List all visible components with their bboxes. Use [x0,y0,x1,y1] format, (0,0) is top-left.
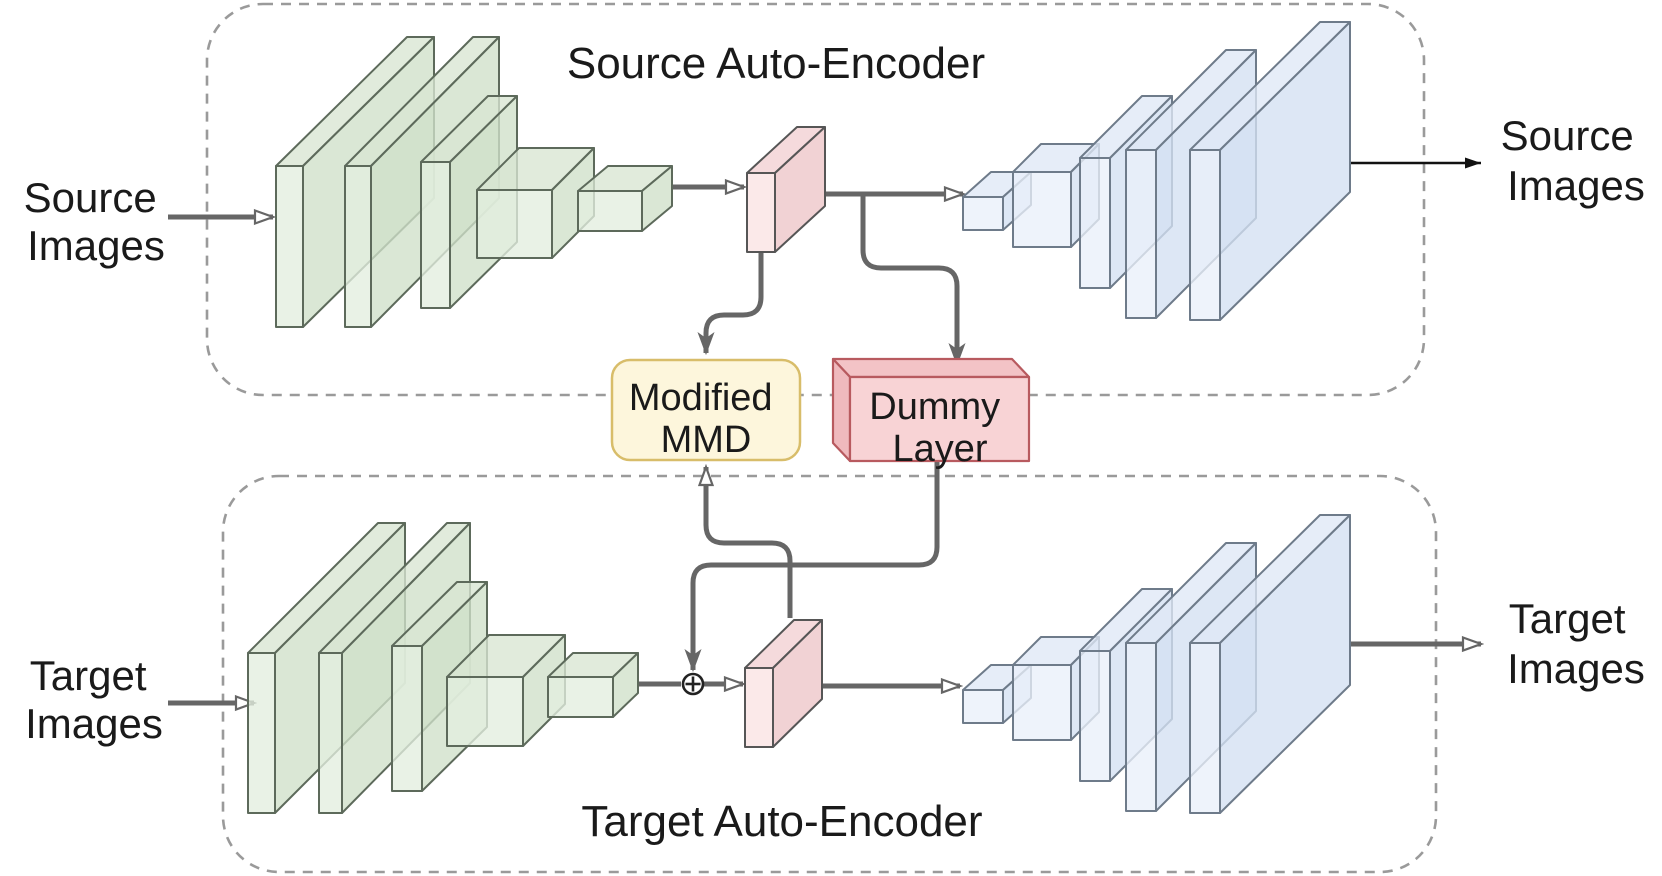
target-latent-block [744,619,823,748]
modified-mmd-box: Modified MMD [610,358,802,462]
source-encoder-layer-5 [577,165,673,232]
target-decoder [962,514,1351,814]
modified-mmd-label: Modified MMD [629,377,783,461]
source-output-label: Source Images [1501,112,1646,209]
dummy-layer-box: Dummy Layer [831,357,1031,470]
source-decoder-layer-5 [1189,21,1351,321]
source-encoder-layer-4 [476,147,595,259]
target-decoder-layer-5 [1189,514,1351,814]
arrow-source-latent-to-dummy-layer [860,194,957,364]
source-encoder [275,36,673,328]
dummy-layer-label: Dummy Layer [869,386,1010,470]
source-autoencoder-title: Source Auto-Encoder [567,39,985,88]
connections [168,157,1481,703]
source-latent-block [746,126,826,253]
target-encoder [247,522,639,814]
target-encoder-layer-5 [547,652,639,718]
source-input-label: Source Images [24,174,169,269]
source-decoder [962,21,1351,321]
arrow-source-latent-to-mmd [706,252,764,353]
target-autoencoder-title: Target Auto-Encoder [581,797,982,846]
target-input-label: Target Images [25,652,163,747]
arrow-dummy-layer-to-sum [693,461,940,670]
circled-plus-icon [681,672,705,696]
target-output-label: Target Images [1507,595,1645,692]
target-autoencoder-container [221,474,1438,874]
source-autoencoder-container [205,2,1426,397]
arrow-target-latent-to-mmd [706,467,793,618]
